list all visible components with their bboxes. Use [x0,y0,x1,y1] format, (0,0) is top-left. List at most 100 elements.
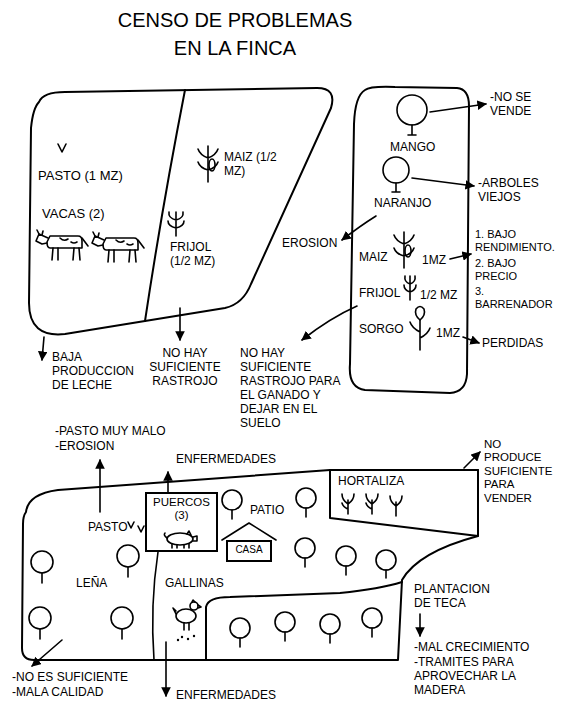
text-slot: CASA [228,544,270,556]
note-slot: ENFERMEDADES [176,688,296,702]
note-slot: NO HAY SUFICIENTE RASTROJO [145,346,225,388]
tree-trunk [239,638,241,647]
problem-note: -NO SE VENDE [490,90,558,118]
area-outline [345,84,475,398]
title-block: CENSO DE PROBLEMAS EN LA FINCA [105,6,365,62]
problem-note: ENFERMEDADES [176,452,296,466]
tree-trunk [41,573,43,583]
firewood-tree [117,545,139,577]
cow-body [103,238,138,250]
patio-tree [295,538,315,567]
tree-trunk [345,566,347,575]
tree-crown [275,612,295,632]
area-label: FRIJOL (1/2 MZ) [170,240,232,268]
area-label: PASTO [88,520,138,534]
farm-parcel: MAIZ (1/2 MZ) FRIJOL (1/2 MZ) PASTO (1 MZ)… [25,88,337,340]
vegetable-sprout [366,494,378,514]
tree-crown [222,490,242,510]
problem-note: NO PRODUCE SUFICIENTE PARA VENDER [484,438,560,505]
note-slot: -ARBOLES VIEJOS [478,176,560,204]
text-slot: PASTO (1 MZ) [38,168,163,183]
sorghum-head [416,307,425,321]
vegetable-sprout [342,494,354,514]
tree-crown [362,608,382,628]
area-outline [18,462,550,662]
bean-stem [404,276,416,300]
hen-comb [192,600,195,602]
area-label: MANGO [390,140,450,154]
tree-trunk [408,125,416,135]
text-slot: 1MZ [436,326,468,340]
cow-horns [93,232,99,237]
tree-trunk [121,629,123,639]
tree-crown [320,614,340,634]
tree-trunk [304,558,306,567]
text-slot: MAIZ (1/2 MZ) [224,150,282,178]
firewood-tree [31,551,53,583]
text-slot: MANGO [390,140,450,154]
area-label: GALLINAS [165,576,235,590]
cow-figure [92,232,144,262]
hen-head [190,602,198,610]
note-slot: -MALA CALIDAD [12,685,142,699]
crop-plot: MAIZ (1/2 MZ) FRIJOL (1/2 MZ) [140,88,340,324]
house-box: CASA [226,540,272,562]
tree-trunk [305,508,307,517]
area-label: SORGO [359,322,409,336]
cow-legs [52,248,80,260]
teak-tree [230,618,250,647]
tree-trunk [127,567,129,577]
text-slot: MAIZ [359,250,395,264]
note-slot: 1. BAJO RENDIMIENTO. [475,228,561,254]
feed-dot [177,639,179,641]
tree-crown [29,607,51,629]
bean-plant [404,276,416,300]
note-slot: ENFERMEDADES [176,452,296,466]
problem-note: -MAL CRECIMIENTO [414,640,554,654]
leader-arrow [179,308,181,340]
note-slot: -TRAMITES PARA APROVECHAR LA MADERA [414,655,554,697]
leader-arrow [302,306,357,340]
farm-parcel: PUERCOS (3) CASA HORTALIZA PLANTACION DE TE… [18,462,550,662]
area-label: NARANJO [374,196,446,210]
leader-arrow [412,178,474,186]
pig-pen: PUERCOS (3) [145,492,218,552]
bean-stem [168,212,184,236]
text-slot: FRIJOL [359,286,405,300]
problem-note: 1. BAJO RENDIMIENTO. [475,228,561,254]
problem-note: NO HAY SUFICIENTE RASTROJO [145,346,225,388]
area-label: 1MZ [436,326,468,340]
note-slot: -NO SE VENDE [490,90,558,118]
area-label: MAIZ (1/2 MZ) [224,150,282,178]
area-outline [140,88,340,324]
tree-crown [383,157,409,183]
cow-body [47,236,82,248]
tree-trunk [392,183,400,192]
area-label: LEÑA [76,576,126,590]
text-slot: NARANJO [374,196,446,210]
area-label: CASA [228,544,270,556]
area-border [22,470,478,660]
feed-dot [181,636,183,638]
area-border [206,582,402,660]
area-label: PASTO (1 MZ) [38,168,163,183]
leader-arrow [430,104,486,112]
area-label: PLANTACION DE TECA [414,582,506,610]
text-slot: SORGO [359,322,409,336]
cow-tail [82,238,88,246]
tree-crown [111,607,133,629]
leader-arrow [464,452,480,468]
note-slot: -MAL CRECIMIENTO [414,640,554,654]
tree-trunk [371,628,373,637]
text-slot: 1MZ [422,253,458,267]
cow-tail [138,240,144,248]
area-border [330,470,478,536]
leader-arrow [32,640,62,666]
text-slot: LEÑA [76,576,126,590]
corn-plant [198,146,218,182]
text-slot: HORTALIZA [338,474,428,488]
cow-figure [36,230,88,260]
pig-tail [164,533,167,538]
corn-stalk [394,232,414,268]
